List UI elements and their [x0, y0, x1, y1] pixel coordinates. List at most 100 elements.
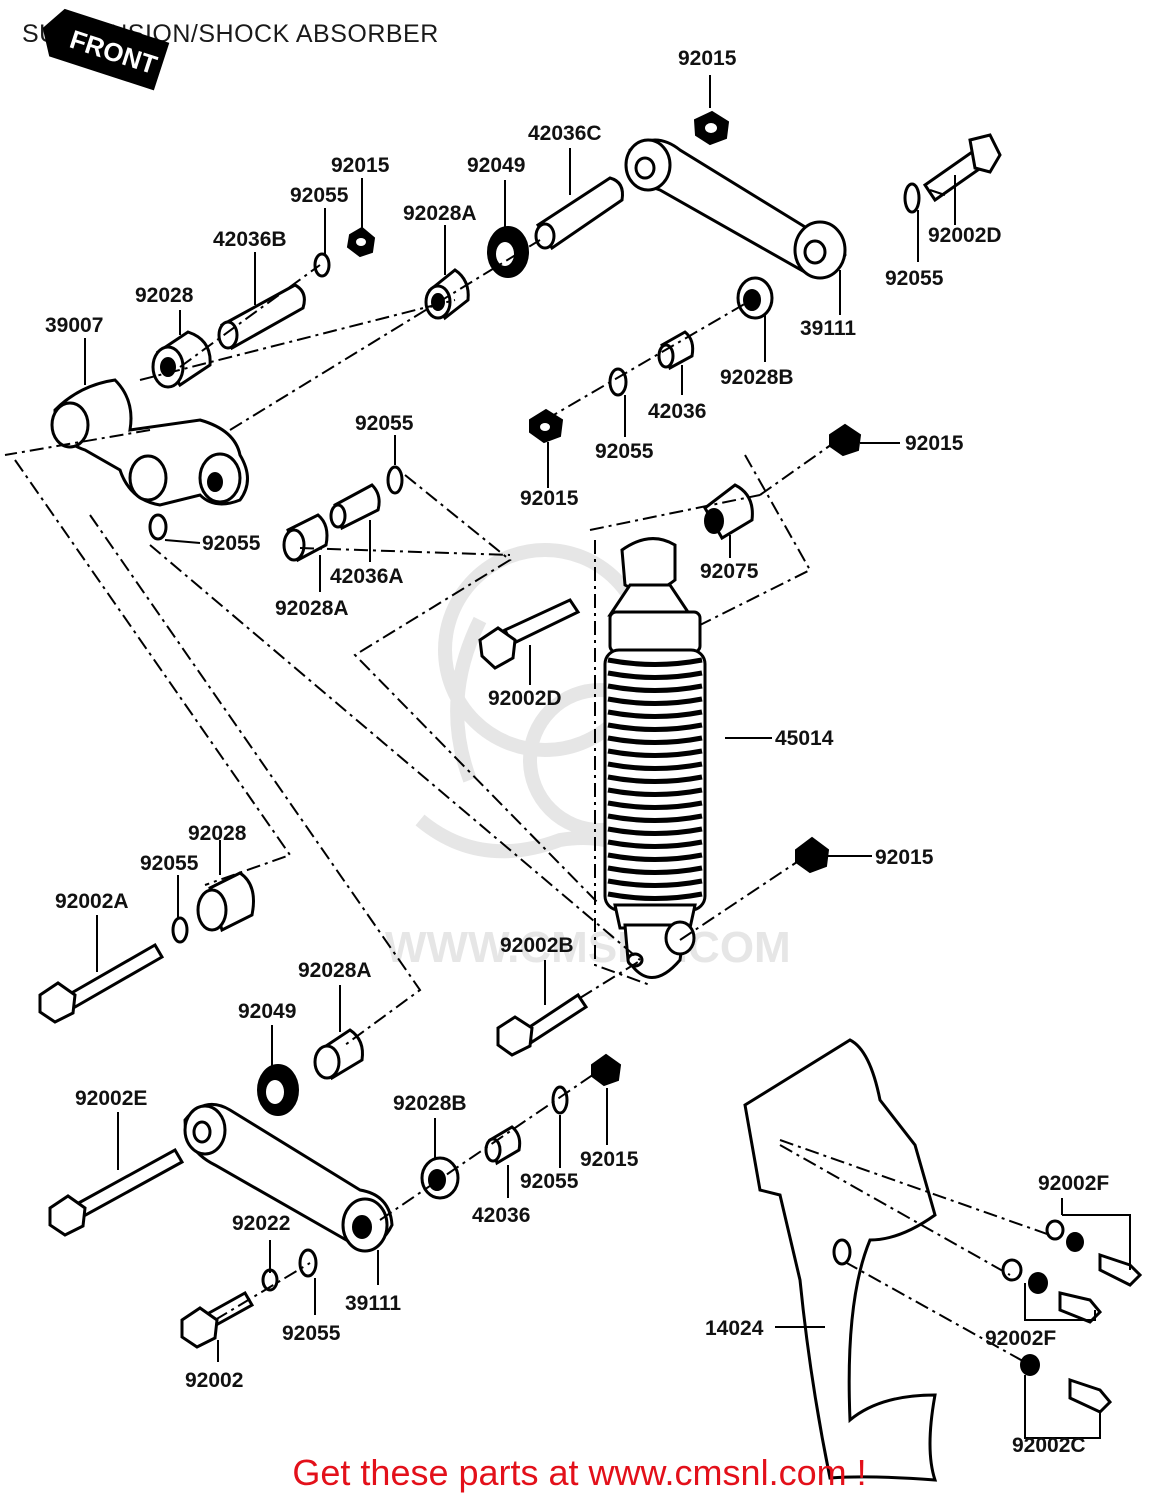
lower-rocker-link [183, 1102, 394, 1253]
spring-coil [607, 670, 703, 680]
label-92055-bottom: 92055 [520, 1170, 579, 1193]
collar-42036a [329, 483, 381, 531]
spring-coil [607, 683, 703, 693]
bolt-92002e [48, 1147, 185, 1237]
spring-coil [607, 813, 703, 823]
label-92015-shock: 92015 [905, 432, 964, 455]
nut-92015-top-hole [705, 123, 717, 133]
watermark-logo: WWW.CMSNL.COM [385, 543, 791, 972]
collar-42036b [217, 283, 306, 351]
spring-coil [607, 839, 703, 849]
label-92055-left: 92055 [202, 532, 261, 555]
seal-92049-top [487, 226, 529, 278]
guard-14024 [743, 1038, 938, 1482]
bearing-92028a-top [424, 268, 470, 321]
bolt-92002d-upper [922, 133, 1002, 203]
collar-42036-low [484, 1125, 522, 1166]
nut-92015-bottom [591, 1053, 622, 1087]
label-92022: 92022 [232, 1212, 290, 1235]
part-labels: 92015 42036C 92049 92015 92055 92028A 42… [45, 47, 1109, 1457]
label-92028a-mid: 92028A [275, 597, 349, 620]
fastener-92002f-b [1001, 1258, 1103, 1324]
shock-absorber-45014 [603, 537, 707, 979]
nut-92015-mid-hole [540, 423, 550, 431]
spring-coil [607, 878, 703, 888]
label-92002: 92002 [185, 1369, 243, 1392]
label-92055-a: 92055 [290, 184, 349, 207]
label-92015-bottom: 92015 [580, 1148, 639, 1171]
bearing-92028a-mid [282, 513, 329, 563]
fastener-92002c [1020, 1354, 1113, 1414]
label-92055-bottom2: 92055 [282, 1322, 341, 1345]
footer-link[interactable]: Get these parts at www.cmsnl.com ! [292, 1452, 867, 1493]
label-92002f-b: 92002F [985, 1327, 1056, 1350]
spring-coil [607, 657, 703, 667]
spring-coil [607, 800, 703, 810]
label-92015-mid: 92015 [520, 487, 579, 510]
washer-92055-upper-right [903, 182, 921, 214]
washer-92055-low [171, 916, 189, 944]
bushing-92075 [703, 483, 754, 541]
label-42036c: 42036C [528, 122, 602, 145]
label-92015-b: 92015 [331, 154, 390, 177]
seal-92049-low [257, 1064, 299, 1116]
label-92002d-mid: 92002D [488, 687, 562, 710]
label-92055-low: 92055 [140, 852, 199, 875]
label-92028b-low: 92028B [393, 1092, 467, 1115]
spring-coil [607, 722, 703, 732]
nut-92015-lower [795, 836, 830, 874]
label-39111-top: 39111 [800, 317, 856, 340]
label-92028-top: 92028 [135, 284, 194, 307]
label-92002a: 92002A [55, 890, 129, 913]
spring-coil [607, 709, 703, 719]
washer-92055-mid [608, 367, 628, 397]
upper-rocker-link [624, 138, 847, 280]
bolt-92002b [496, 992, 589, 1057]
nut-92015-left-top-hole [356, 238, 366, 246]
washer-92055-left [148, 513, 168, 541]
bolt-92002 [180, 1290, 255, 1349]
label-92002e: 92002E [75, 1087, 147, 1110]
label-42036a: 42036A [330, 565, 404, 588]
alignment-lines [4, 239, 1051, 1366]
spring-coil [607, 787, 703, 797]
fastener-92002f-a [1045, 1219, 1143, 1287]
collar-42036-mid [657, 330, 695, 371]
label-92002f-a: 92002F [1038, 1172, 1109, 1195]
spring-coil [607, 865, 703, 875]
watermark-text: WWW.CMSNL.COM [385, 923, 791, 972]
spring-coil [607, 735, 703, 745]
washer-92055-left-top [313, 252, 331, 278]
label-42036-mid: 42036 [648, 400, 706, 423]
label-92055-mid: 92055 [595, 440, 654, 463]
label-39111-bottom: 39111 [345, 1292, 401, 1315]
bolt-92002d-mid [478, 598, 581, 670]
label-92028a-top: 92028A [403, 202, 477, 225]
spring-coil [607, 826, 703, 836]
bearing-92028a-low [313, 1028, 364, 1081]
label-92015-lower: 92015 [875, 846, 934, 869]
label-42036b: 42036B [213, 228, 287, 251]
bolt-92002a [38, 942, 165, 1024]
label-92002c: 92002C [1012, 1434, 1086, 1457]
label-92049-low: 92049 [238, 1000, 296, 1023]
label-92028b-top: 92028B [720, 366, 794, 389]
leader-lines [84, 75, 1131, 1439]
nut-92015-shock [829, 423, 862, 457]
front-badge: FRONT [42, 8, 170, 91]
washer-92055-bottom [551, 1085, 569, 1115]
spring-coil [607, 891, 703, 901]
label-92055-c: 92055 [355, 412, 414, 435]
label-92075: 92075 [700, 560, 759, 583]
spring-coil [607, 696, 703, 706]
label-92055-right: 92055 [885, 267, 944, 290]
label-92049-top: 92049 [467, 154, 525, 177]
spring-coil [607, 748, 703, 758]
washer-92055-bottom2 [298, 1248, 318, 1278]
rocker-arm-39007 [50, 378, 249, 507]
shock-spring-coils [607, 657, 703, 901]
label-42036-bottom: 42036 [472, 1204, 530, 1227]
label-39007: 39007 [45, 314, 103, 337]
bearing-92028-low [196, 871, 255, 933]
